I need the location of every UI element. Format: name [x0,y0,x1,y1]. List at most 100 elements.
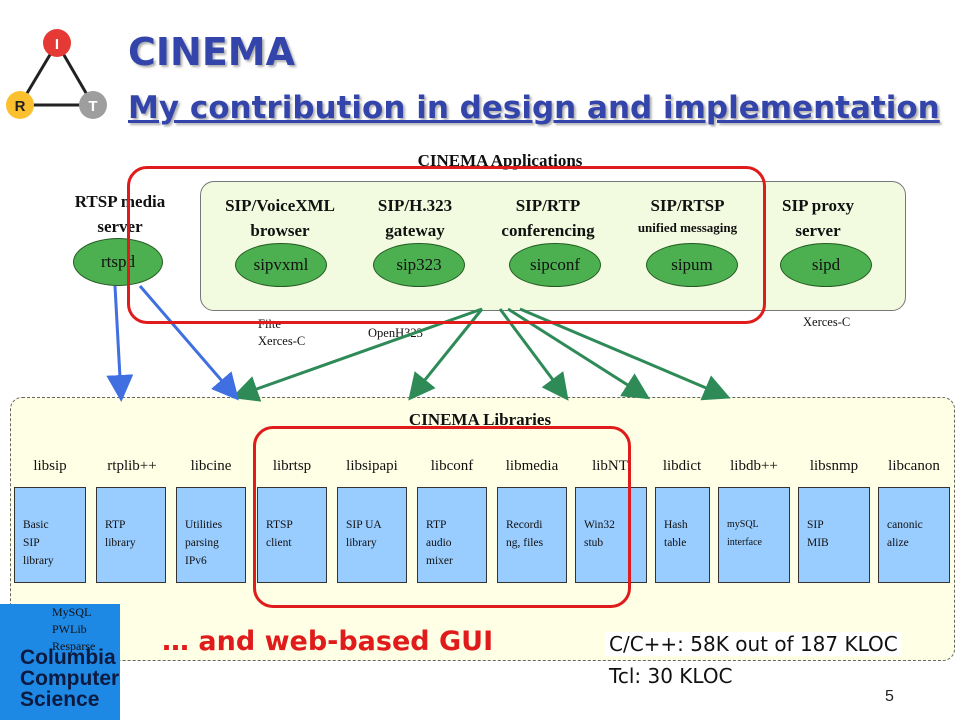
app-label-h323: SIP/H.323 gateway [350,193,480,243]
lib-desc-line: MIB [807,537,829,549]
logo-letter-t: T [88,98,97,115]
app-label-vxml-line1: SIP/VoiceXML [225,196,335,215]
irt-logo: I R T [6,29,107,119]
lib-box-libmedia: Recordi ng, files [497,487,567,583]
app-label-vxml-line2: browser [250,221,310,240]
rtsp-server-label: RTSP media server [50,189,190,239]
external-libs-note: MySQL PWLib Resparse [52,604,95,655]
lib-box-libsipapi: SIP UA library [337,487,407,583]
blue-arrows [106,285,239,402]
lib-desc-line: table [664,537,687,549]
lib-box-libcanon: canonic alize [878,487,950,583]
lib-name-libdb: libdb++ [730,458,778,474]
lib-desc-line: SIP [807,519,824,531]
app-label-conf: SIP/RTP conferencing [478,193,618,243]
lib-desc-line: audio [426,537,452,549]
page-number: 5 [885,688,894,705]
app-label-proxy-line2: server [795,221,841,240]
highlight-applications [127,166,766,324]
loc-cpp: C/C++: 58K out of 187 KLOC [605,632,902,656]
rtsp-label-line2: server [97,217,143,236]
lib-name-libsip: libsip [33,458,67,474]
lib-box-libsip: Basic SIP library [14,487,86,583]
lib-desc-line: SIP UA [346,519,382,531]
app-label-vxml: SIP/VoiceXML browser [205,193,355,243]
lib-name-rtplib: rtplib++ [107,458,157,474]
lib-name-libmedia: libmedia [505,458,559,474]
libraries-heading: CINEMA Libraries [408,410,552,429]
lib-desc-line: Recordi [506,519,543,531]
lib-desc-line: stub [584,537,604,549]
lib-name-librtsp: librtsp [272,458,312,474]
lib-desc-line: mySQL [727,519,759,530]
app-label-conf-line2: conferencing [501,221,595,240]
logo-letter-i: I [55,36,59,53]
note-vxml-deps: Filte Xerces-C [258,316,305,350]
lib-desc-line: RTP [105,519,126,531]
note-vxml-dep-1: Filte [258,317,281,331]
lib-name-libsnmp: libsnmp [809,458,859,474]
badge-line-1: Columbia [20,646,116,669]
lib-box-libconf: RTP audio mixer [417,487,487,583]
lib-name-libdict: libdict [662,458,702,474]
slide-title: CINEMA [128,30,296,74]
slide-subtitle: My contribution in design and implementa… [128,90,940,126]
app-label-h323-line2: gateway [385,221,445,240]
app-label-um-line1: SIP/RTSP [650,196,725,215]
process-sipd: sipd [780,243,872,287]
lib-name-libsipapi: libsipapi [346,458,398,474]
lib-box-libcine: Utilities parsing IPv6 [176,487,246,583]
lib-desc-line: Basic [23,519,49,531]
lib-desc-line: Hash [664,519,688,531]
lib-desc-line: Utilities [185,519,223,531]
lib-desc-line: Win32 [584,519,615,531]
lib-desc-line: alize [887,537,909,549]
applications-heading: CINEMA Applications [417,151,583,170]
highlight-libraries [253,426,631,608]
lib-desc-line: library [23,555,54,567]
lib-box-libsnmp: SIP MIB [798,487,870,583]
process-sipum: sipum [646,243,738,287]
lib-desc-line: mixer [426,555,453,567]
loc-tcl: Tcl: 30 KLOC [605,664,737,688]
app-label-h323-line1: SIP/H.323 [377,196,453,215]
process-sipconf: sipconf [509,243,601,287]
lib-desc-line: library [105,537,136,549]
lib-box-libnt: Win32 stub [575,487,647,583]
arrow-rtspd-libcine [138,285,239,401]
process-sip323: sip323 [373,243,465,287]
process-rtspd: rtspd [73,238,163,286]
arrow-rtspd-rtplib [106,285,134,402]
process-sipvxml: sipvxml [235,243,327,287]
external-lib-mysql: MySQL [52,605,92,619]
app-label-proxy-line1: SIP proxy [782,196,854,215]
lib-box-libdict: Hash table [655,487,710,583]
badge-line-3: Science [20,688,100,711]
lib-desc-line: IPv6 [185,555,207,567]
app-label-um-line2: unified messaging [637,220,738,235]
lib-desc-line: interface [727,537,762,548]
lib-desc-line: RTSP [266,519,293,531]
rtsp-label-line1: RTSP media [74,192,166,211]
web-gui-note: … and web-based GUI [162,626,494,657]
external-lib-pwlib: PWLib [52,622,87,636]
lib-desc-line: client [266,537,292,549]
logo-letter-r: R [15,98,26,115]
lib-desc-line: ng, files [506,537,544,549]
lib-name-libcine: libcine [190,458,232,474]
lib-desc-line: parsing [185,537,219,549]
lib-name-libnt: libNT [592,458,628,474]
note-proxy-dep: Xerces-C [803,315,851,329]
badge-line-2: Computer [20,667,120,690]
app-label-um: SIP/RTSP unified messaging [615,193,760,238]
lib-desc-line: RTP [426,519,447,531]
lib-box-librtsp: RTSP client [257,487,327,583]
lib-desc-line: library [346,537,377,549]
note-vxml-dep-2: Xerces-C [258,334,306,348]
columbia-cs-badge: Columbia Computer Science [0,604,120,720]
lib-name-libconf: libconf [430,458,474,474]
lib-name-libcanon: libcanon [888,458,940,474]
lib-desc-line: canonic [887,519,923,531]
app-label-proxy: SIP proxy server [758,193,878,243]
